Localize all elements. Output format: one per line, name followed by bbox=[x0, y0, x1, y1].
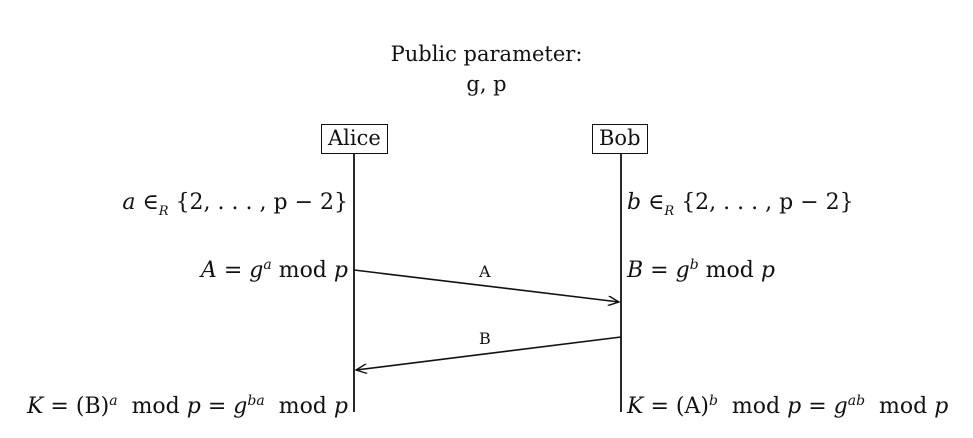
bob-secret-choice: b ∈R {2, . . . , p − 2} bbox=[627, 190, 854, 219]
alice-public-value: A = ga mod p bbox=[200, 257, 348, 283]
message-label-a: A bbox=[479, 262, 491, 281]
alice-shared-key: K = (B)a mod p = gba mod p bbox=[26, 393, 348, 419]
arrow-bob-to-alice bbox=[356, 336, 622, 370]
alice-label-box: Alice bbox=[321, 124, 388, 154]
alice-secret-choice: a ∈R {2, . . . , p − 2} bbox=[122, 190, 348, 219]
bob-label-box: Bob bbox=[592, 124, 648, 154]
bob-public-value: B = gb mod p bbox=[627, 257, 775, 283]
public-parameter-values: g, p bbox=[466, 72, 507, 96]
public-parameter-heading: Public parameter: bbox=[390, 42, 583, 66]
message-label-b: B bbox=[479, 329, 491, 348]
arrow-alice-to-bob bbox=[353, 269, 619, 302]
bob-shared-key: K = (A)b mod p = gab mod p bbox=[627, 393, 949, 419]
